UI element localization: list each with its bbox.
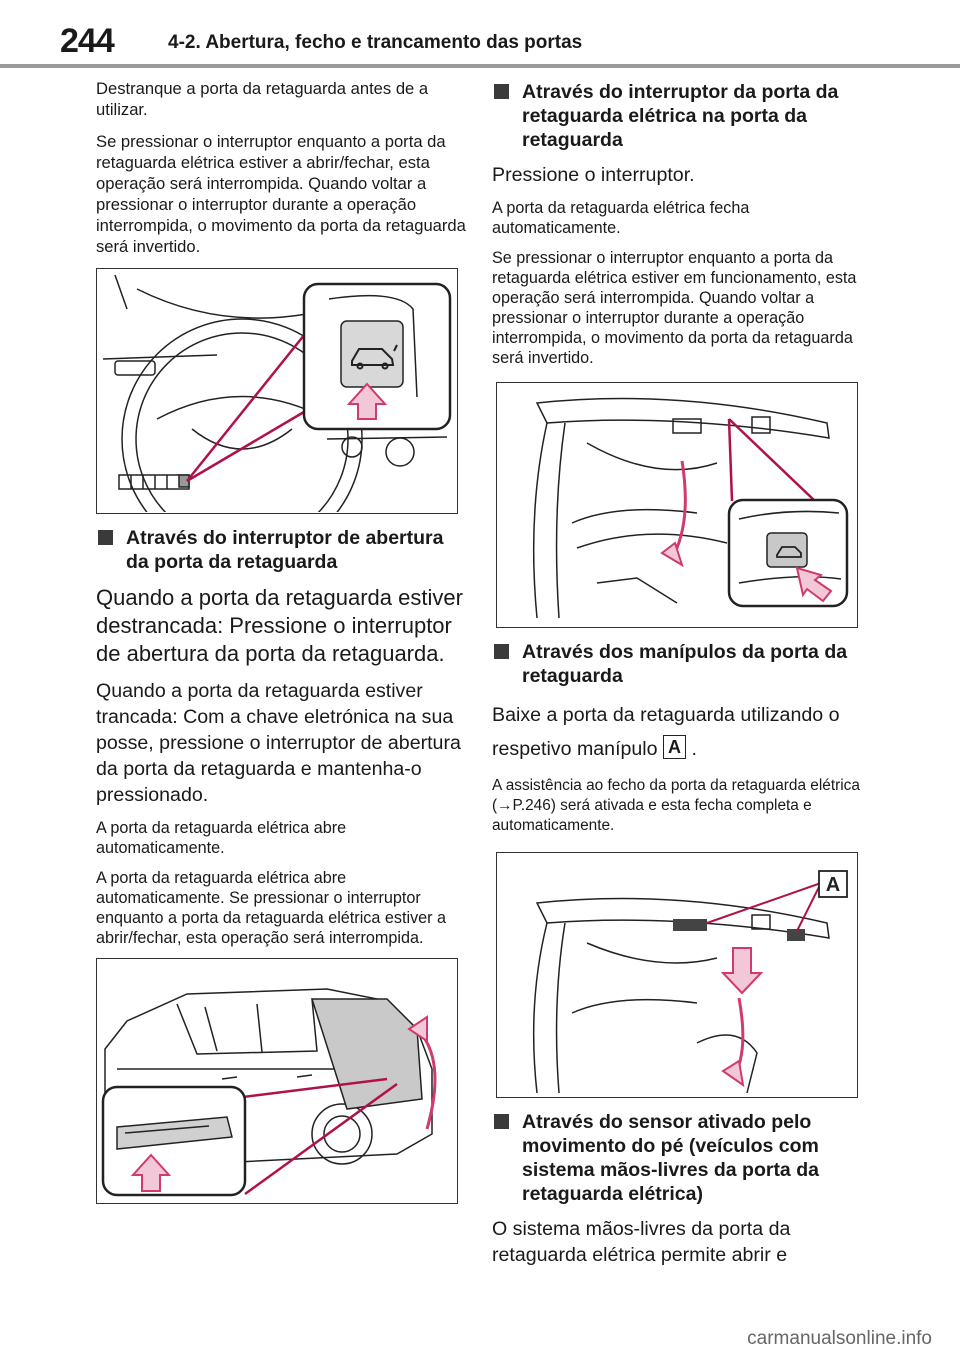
label-a: A	[826, 874, 840, 896]
intro-text-1: Destranque a porta da retaguarda antes d…	[96, 79, 429, 119]
heading-bullet	[494, 84, 509, 99]
section-title: 4-2. Abertura, fecho e trancamento das p…	[168, 32, 583, 53]
intro-text-2: Se pressionar o interruptor enquanto a p…	[96, 132, 466, 256]
tailgate-switch-icon	[776, 546, 802, 558]
press-arrow-icon	[130, 1153, 172, 1192]
body-text-1: Quando a porta da retaguarda estiver des…	[96, 585, 463, 666]
header-rule	[0, 64, 960, 68]
figure-dashboard-switch	[96, 268, 458, 514]
note-text-5: A assistência ao fecho da porta da retag…	[492, 777, 860, 834]
body-text-2: Quando a porta da retaguarda estiver tra…	[96, 680, 461, 806]
vehicle-illustration	[101, 988, 437, 1197]
press-arrow-icon	[795, 566, 833, 603]
label-a-box: A	[663, 735, 687, 759]
heading-handles: Através dos manípulos da porta da retagu…	[492, 640, 864, 688]
body-text-3: Pressione o interruptor.	[492, 164, 695, 186]
heading-open-switch: Através do interruptor de abertura da po…	[96, 526, 468, 574]
handle-left	[673, 919, 707, 931]
label-pointers	[706, 882, 822, 932]
body-text-5: O sistema mãos-livres da porta da retagu…	[492, 1218, 791, 1266]
handle-right	[787, 929, 805, 941]
callout-lines	[186, 328, 310, 483]
watermark: carmanualsonline.info	[747, 1328, 932, 1349]
tailgate-highlight	[310, 998, 423, 1110]
pull-down-arrow-icon	[720, 947, 764, 995]
note-text-4: Se pressionar o interruptor enquanto a p…	[492, 249, 857, 367]
left-column: Destranque a porta da retaguarda antes d…	[96, 78, 468, 1216]
figure-tailgate-handles: A	[496, 852, 858, 1098]
handles-illustration: A	[532, 870, 848, 1094]
heading-bullet	[494, 1114, 509, 1129]
page-number: 244	[60, 22, 115, 60]
tailgate-illustration	[532, 397, 849, 619]
press-arrow-icon	[346, 382, 388, 420]
body-text-4: Baixe a porta da retaguarda utilizando o…	[492, 704, 840, 760]
heading-bullet	[494, 644, 509, 659]
dashboard-illustration	[102, 274, 452, 512]
note-text-1: A porta da retaguarda elétrica abre auto…	[96, 819, 347, 857]
note-text-2: A porta da retaguarda elétrica abre auto…	[96, 869, 447, 947]
tailgate-switch-icon	[351, 344, 398, 370]
heading-tailgate-switch: Através do interruptor da porta da retag…	[492, 80, 864, 152]
note-text-3: A porta da retaguarda elétrica fecha aut…	[492, 199, 750, 237]
right-column: Através do interruptor da porta da retag…	[492, 78, 864, 1278]
heading-bullet	[98, 530, 113, 545]
figure-tailgate-switch	[496, 382, 858, 628]
figure-vehicle-rear	[96, 958, 458, 1204]
heading-foot-sensor: Através do sensor ativado pelo movimento…	[492, 1110, 864, 1206]
